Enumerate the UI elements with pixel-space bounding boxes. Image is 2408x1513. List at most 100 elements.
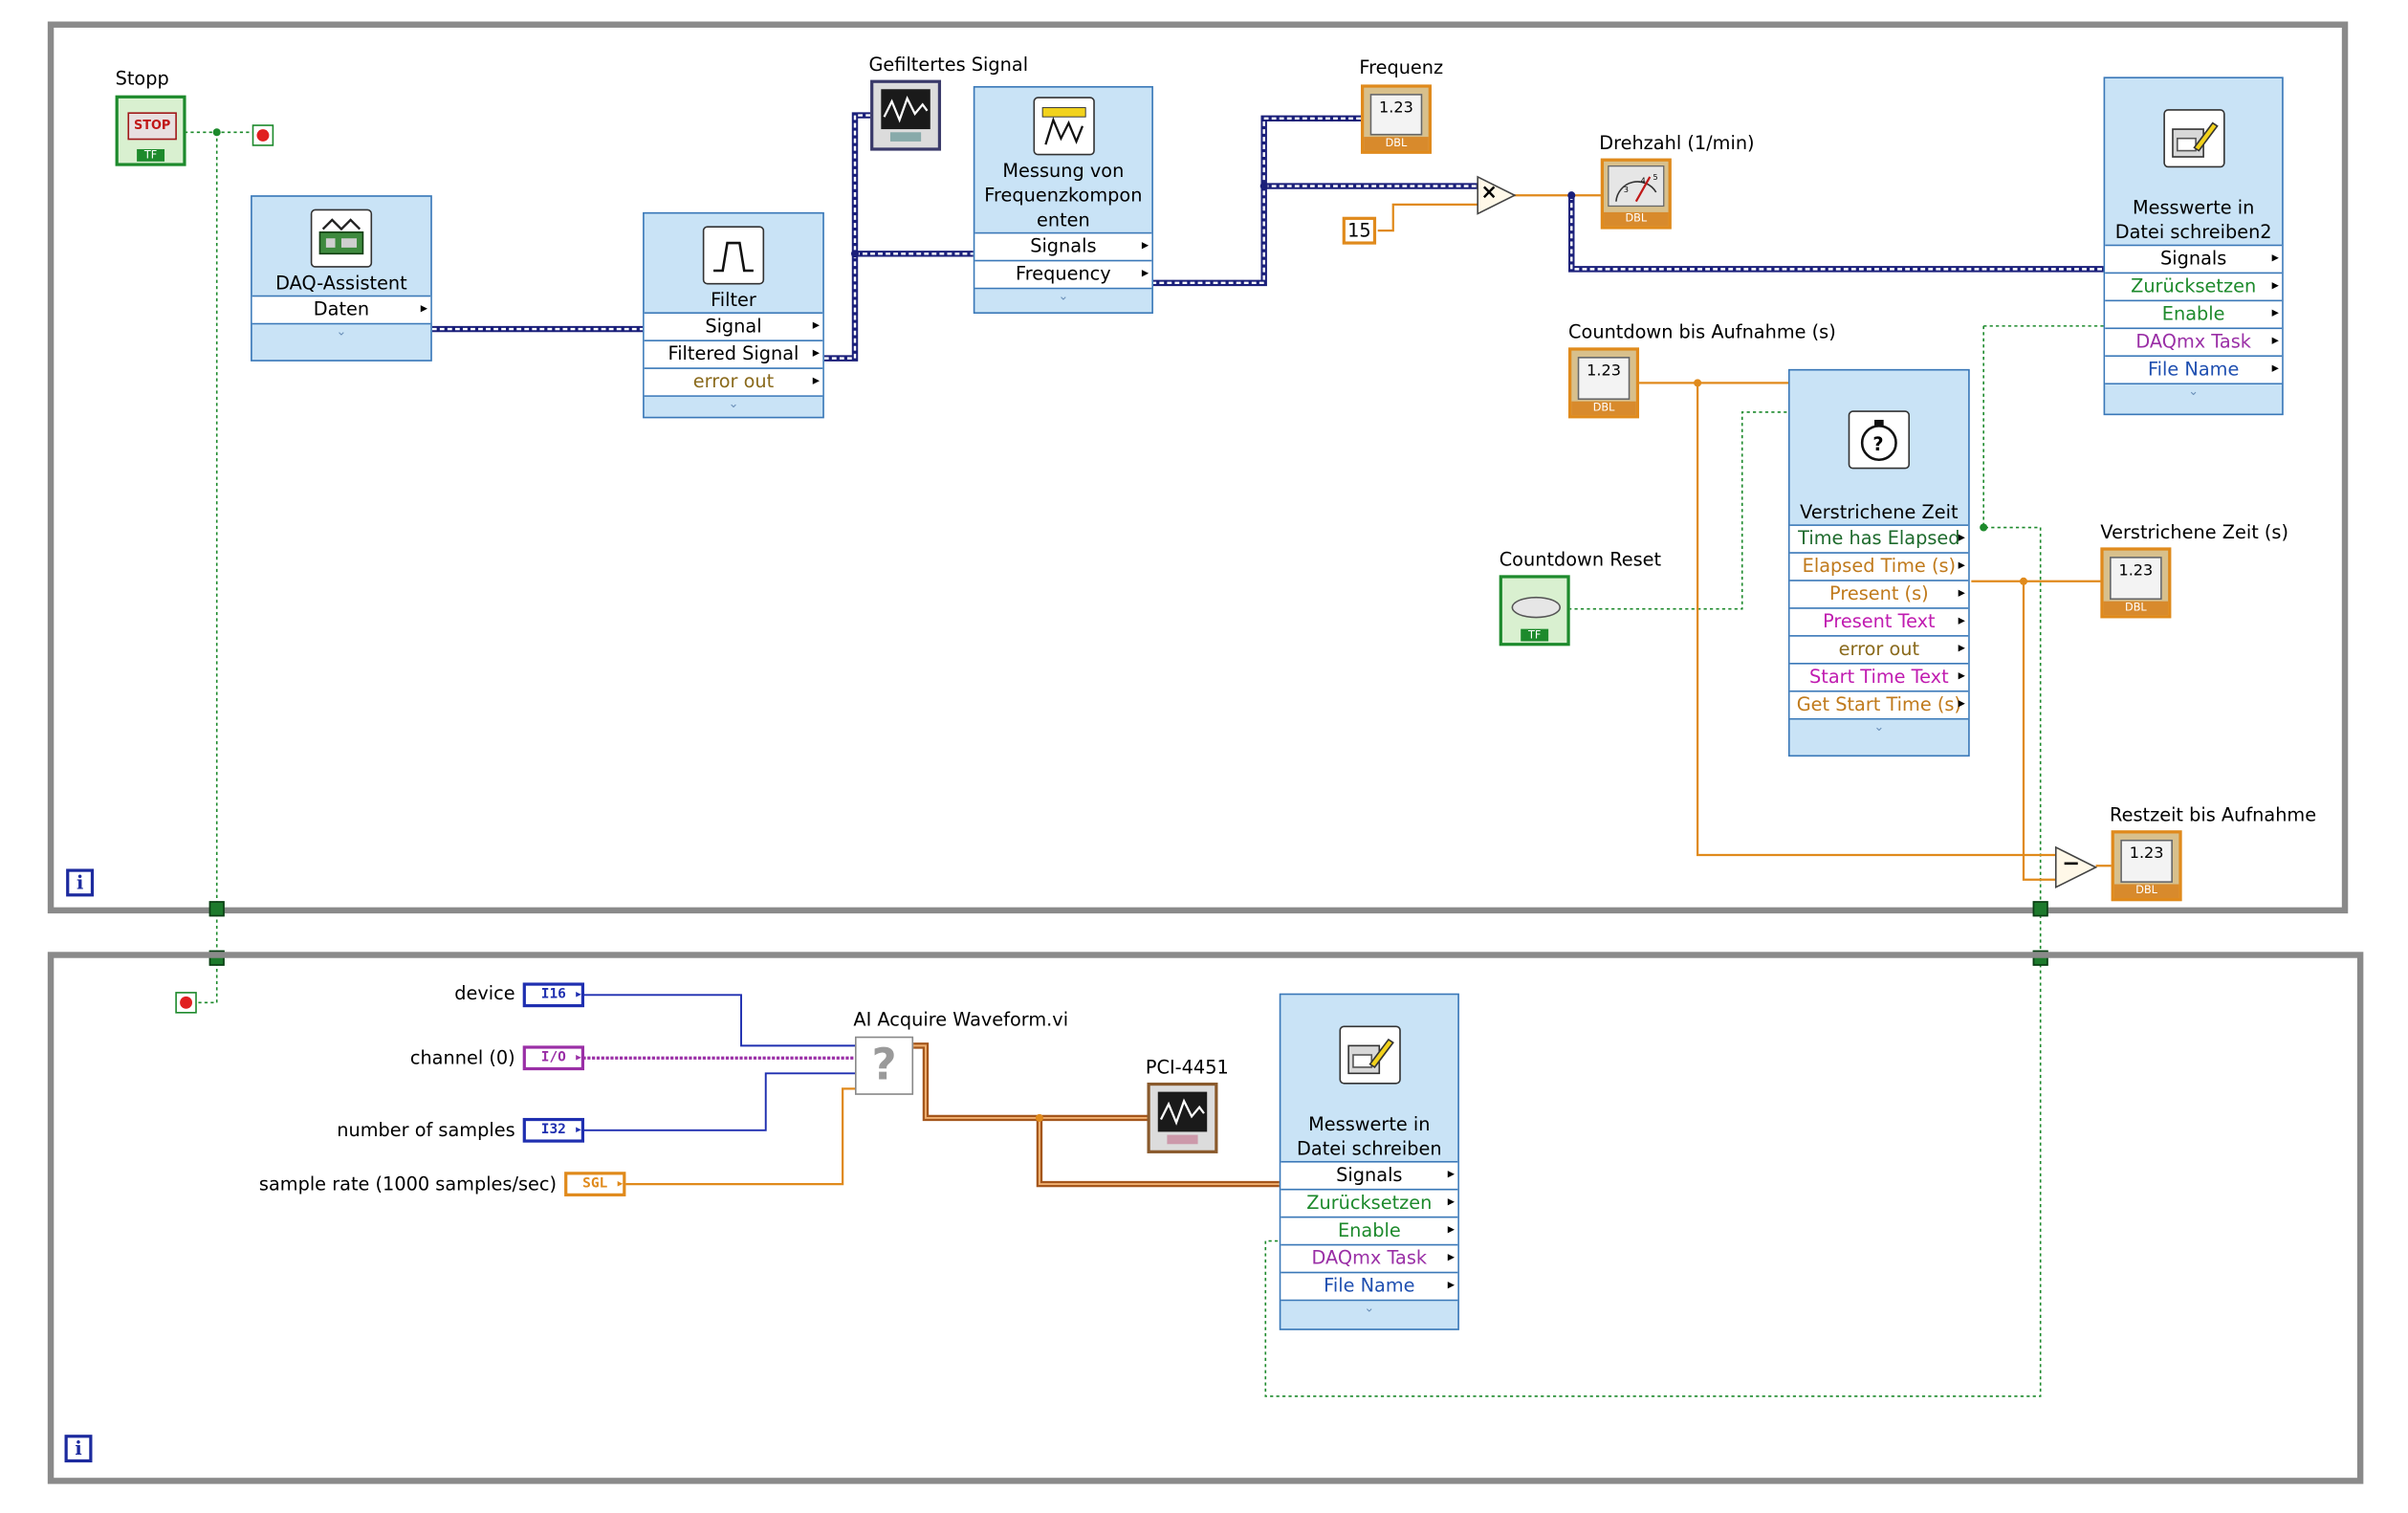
elapsed-type-tag: DBL — [2103, 601, 2169, 616]
loop-condition-terminal-bottom[interactable] — [175, 992, 197, 1014]
subtract-node[interactable]: − — [2054, 845, 2098, 889]
countdown-label: Countdown bis Aufnahme (s) — [1568, 321, 1836, 343]
drehzahl-label: Drehzahl (1/min) — [1599, 132, 1755, 154]
stop-label: Stopp — [115, 67, 169, 90]
write-file-terminal-zuruecksetzen[interactable]: Zurücksetzen — [1281, 1188, 1458, 1217]
write-file-title-line-2: Datei schreiben — [1297, 1137, 1442, 1160]
write-to-file-express-vi[interactable]: Messwerte in Datei schreiben Signals Zur… — [1279, 993, 1459, 1330]
daq-assistant-express-vi[interactable]: DAQ-Assistent Daten ⌄ — [251, 195, 432, 362]
multiplier-constant-15[interactable]: 15 — [1342, 216, 1377, 245]
remaining-value: 1.23 — [2120, 839, 2173, 883]
write-file-terminal-enable[interactable]: Enable — [1281, 1216, 1458, 1244]
elapsed-time-title: Verstrichene Zeit — [1800, 501, 1959, 523]
waveform-graph-icon-bottom — [1157, 1091, 1208, 1145]
write-file-expand-handle[interactable]: ⌄ — [1281, 1299, 1458, 1317]
frequency-spectrum-icon — [1032, 97, 1095, 156]
frequenz-value: 1.23 — [1369, 94, 1423, 136]
device-control[interactable]: I16 — [522, 982, 585, 1008]
filter-expand-handle[interactable]: ⌄ — [644, 395, 823, 412]
missing-vi-question-icon: ? — [871, 1039, 897, 1091]
countdown-value: 1.23 — [1577, 357, 1631, 401]
ai-acquire-waveform-vi[interactable]: ? — [854, 1036, 914, 1095]
top-while-loop[interactable] — [47, 21, 2349, 914]
number-of-samples-control[interactable]: I32 — [522, 1117, 585, 1143]
filter-terminal-error-out[interactable]: error out — [644, 367, 823, 396]
drehzahl-gauge-indicator[interactable]: 4 5 3 DBL — [1600, 158, 1672, 230]
filter-terminal-signal[interactable]: Signal — [644, 312, 823, 340]
drehzahl-type-tag: DBL — [1604, 211, 1669, 227]
stop-type-tag: TF — [137, 148, 165, 162]
frequenz-numeric-indicator[interactable]: 1.23 DBL — [1360, 84, 1432, 154]
channel-control[interactable]: I/O — [522, 1045, 585, 1071]
multiply-node[interactable]: × — [1477, 175, 1517, 215]
remaining-numeric-indicator[interactable]: 1.23 DBL — [2111, 830, 2182, 902]
filtered-signal-graph-indicator[interactable] — [870, 79, 942, 151]
frequency-terminal-frequency[interactable]: Frequency — [974, 259, 1152, 288]
frequency-expand-handle[interactable]: ⌄ — [974, 287, 1152, 305]
subtract-glyph: − — [2062, 851, 2081, 877]
pci-4451-graph-indicator[interactable] — [1147, 1082, 1218, 1153]
countdown-reset-label: Countdown Reset — [1499, 549, 1662, 571]
write-file-terminal-daqmx-task[interactable]: DAQmx Task — [1281, 1243, 1458, 1272]
write-file-2-terminal-zuruecksetzen[interactable]: Zurücksetzen — [2105, 272, 2283, 300]
write-file-terminal-file-name[interactable]: File Name — [1281, 1271, 1458, 1300]
countdown-type-tag: DBL — [1571, 401, 1636, 416]
daq-terminal-daten[interactable]: Daten — [252, 295, 431, 323]
filter-title: Filter — [711, 289, 756, 311]
daq-expand-handle[interactable]: ⌄ — [252, 322, 431, 340]
sample-rate-control[interactable]: SGL — [564, 1172, 626, 1196]
elapsed-time-express-vi[interactable]: ? Verstrichene Zeit Time has Elapsed Ela… — [1787, 368, 1970, 757]
frequenz-label: Frequenz — [1359, 56, 1444, 79]
elapsed-terminal-start-time-text[interactable]: Start Time Text — [1789, 663, 1969, 691]
loop-condition-terminal-top[interactable] — [252, 124, 274, 146]
stopwatch-icon: ? — [1848, 410, 1911, 470]
countdown-numeric-control[interactable]: 1.23 DBL — [1568, 347, 1640, 419]
device-label: device — [454, 982, 515, 1004]
stop-if-true-icon-bottom — [180, 996, 192, 1009]
elapsed-terminal-error-out[interactable]: error out — [1789, 635, 1969, 664]
write-file-2-expand-handle[interactable]: ⌄ — [2105, 383, 2283, 400]
frequency-terminal-signals[interactable]: Signals — [974, 231, 1152, 260]
loop-tunnel-left-out[interactable] — [208, 901, 225, 917]
write-file-pen-icon — [2162, 109, 2224, 168]
top-loop-iteration-terminal: i — [66, 868, 95, 897]
filtered-signal-graph-label: Gefiltertes Signal — [868, 54, 1029, 76]
elapsed-terminal-present-text[interactable]: Present Text — [1789, 607, 1969, 636]
elapsed-numeric-indicator[interactable]: 1.23 DBL — [2100, 547, 2172, 619]
bottom-while-loop[interactable] — [47, 952, 2364, 1484]
svg-text:3: 3 — [1624, 186, 1629, 194]
elapsed-terminal-elapsed-time[interactable]: Elapsed Time (s) — [1789, 552, 1969, 581]
write-file-2-terminal-enable[interactable]: Enable — [2105, 299, 2283, 328]
countdown-reset-button-control[interactable]: TF — [1499, 575, 1570, 647]
svg-text:?: ? — [1872, 433, 1883, 455]
elapsed-terminal-get-start-time[interactable]: Get Start Time (s) — [1789, 690, 1969, 718]
write-to-file-2-express-vi[interactable]: Messwerte in Datei schreiben2 Signals Zu… — [2103, 77, 2284, 416]
write-file-2-terminal-signals[interactable]: Signals — [2105, 244, 2283, 273]
elapsed-terminal-present[interactable]: Present (s) — [1789, 580, 1969, 608]
gauge-icon: 4 5 3 — [1608, 165, 1665, 208]
frequency-measurement-express-vi[interactable]: Messung von Frequenzkompon enten Signals… — [973, 86, 1153, 315]
stop-if-true-icon — [256, 129, 270, 142]
remaining-label: Restzeit bis Aufnahme — [2110, 803, 2317, 826]
frequency-measurement-title-line-1: Messung von — [1002, 160, 1125, 182]
daq-assistant-title: DAQ-Assistent — [275, 272, 407, 295]
loop-tunnel-right-out[interactable] — [2032, 901, 2048, 917]
elapsed-terminal-time-has-elapsed[interactable]: Time has Elapsed — [1789, 524, 1969, 553]
number-of-samples-label: number of samples — [337, 1119, 515, 1142]
pci-4451-label: PCI-4451 — [1145, 1056, 1229, 1079]
write-file-terminal-signals[interactable]: Signals — [1281, 1160, 1458, 1189]
elapsed-value: 1.23 — [2110, 557, 2162, 601]
svg-text:5: 5 — [1653, 173, 1657, 182]
filter-express-vi[interactable]: Filter Signal Filtered Signal error out … — [643, 211, 824, 419]
stop-button-control[interactable]: STOP TF — [115, 95, 186, 166]
filter-terminal-filtered-signal[interactable]: Filtered Signal — [644, 340, 823, 368]
write-file-2-terminal-file-name[interactable]: File Name — [2105, 355, 2283, 384]
elapsed-expand-handle[interactable]: ⌄ — [1789, 717, 1969, 735]
write-file-2-terminal-daqmx-task[interactable]: DAQmx Task — [2105, 327, 2283, 356]
sample-rate-label: sample rate (1000 samples/sec) — [258, 1173, 558, 1195]
frequency-measurement-title-line-2: Frequenzkompon — [984, 184, 1143, 207]
bandpass-filter-icon — [702, 226, 765, 285]
waveform-graph-icon — [881, 89, 930, 142]
frequenz-type-tag: DBL — [1364, 137, 1429, 151]
